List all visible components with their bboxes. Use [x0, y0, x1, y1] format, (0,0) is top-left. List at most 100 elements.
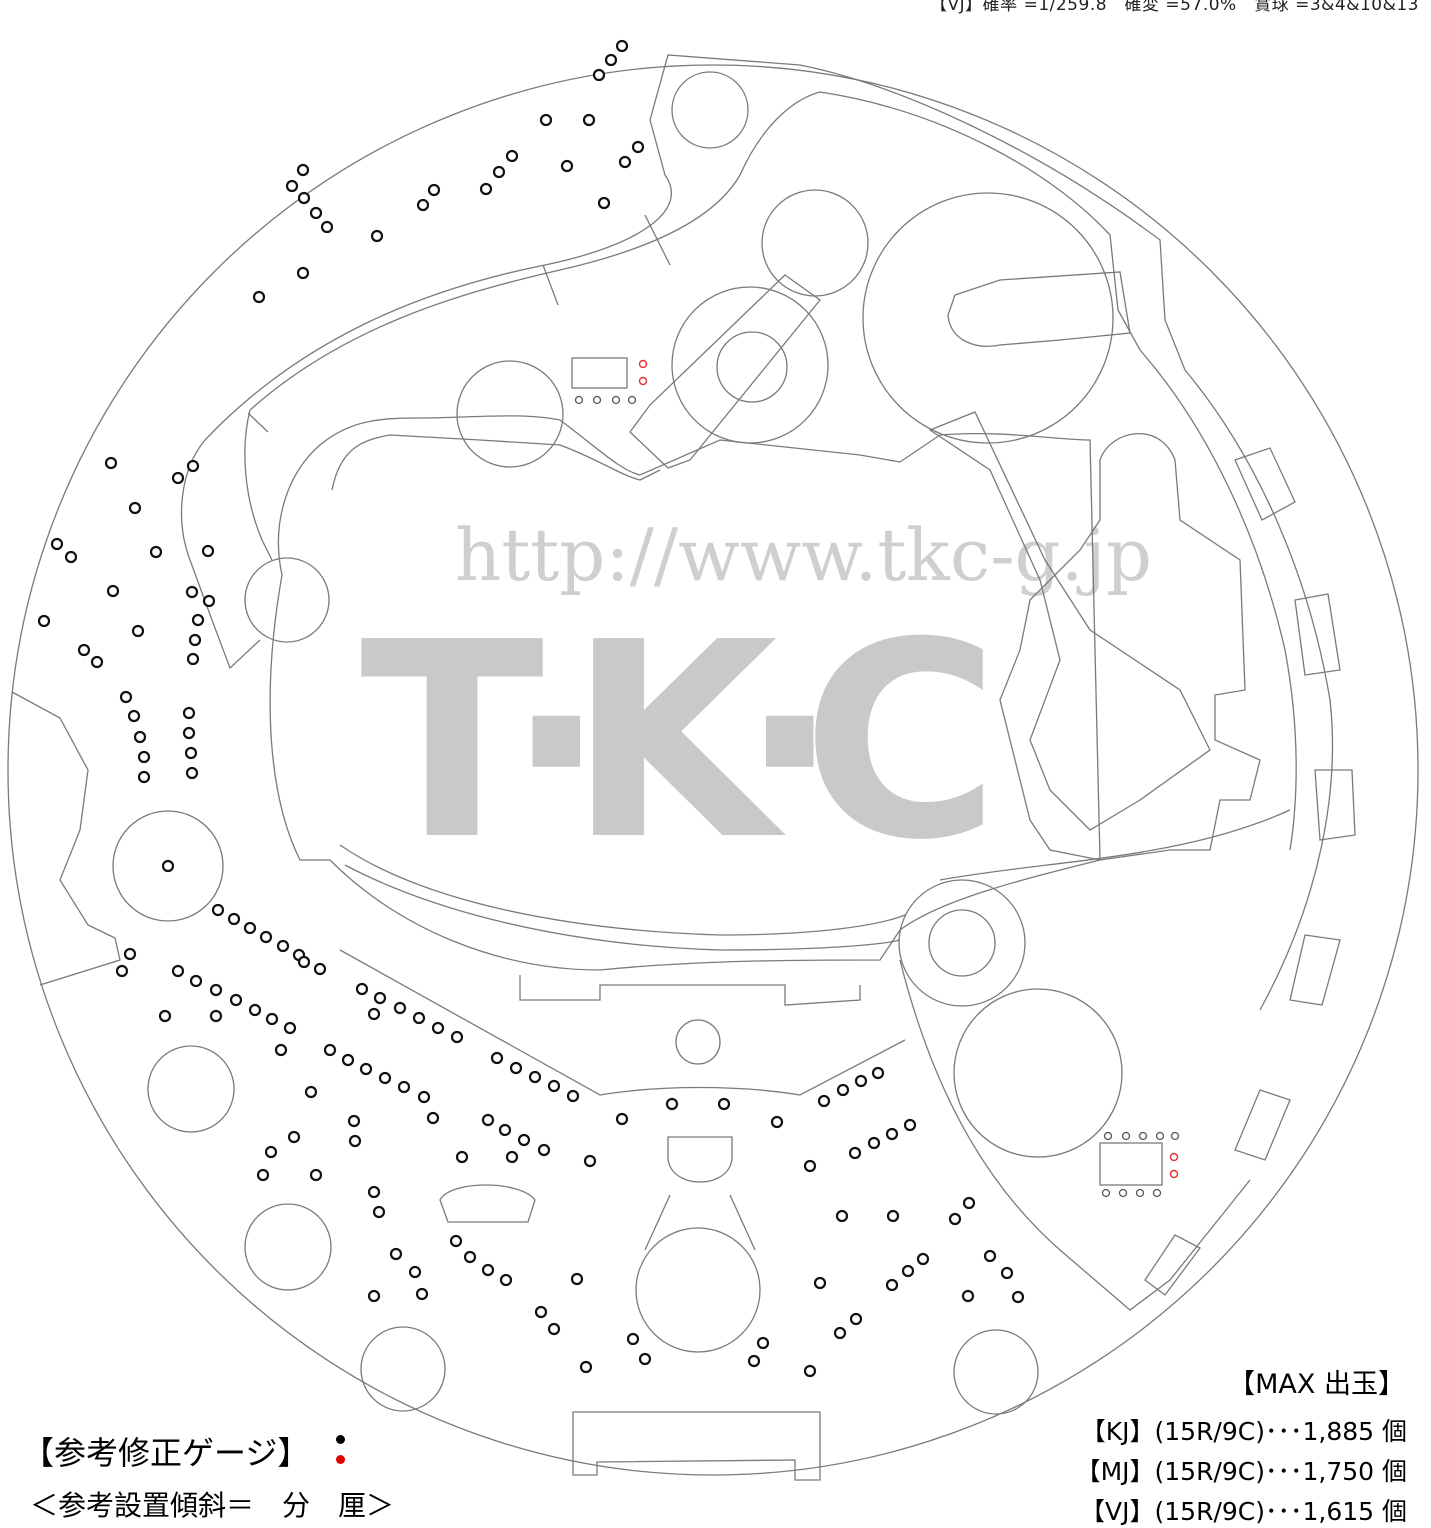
pin [509, 1061, 523, 1075]
pin [389, 1247, 403, 1261]
pin [185, 585, 199, 599]
rail-seg-1 [1234, 447, 1296, 521]
pin [539, 113, 553, 127]
pin [115, 964, 129, 978]
pin [583, 1154, 597, 1168]
pin [867, 1136, 881, 1150]
pin [450, 1030, 464, 1044]
pin [848, 1146, 862, 1160]
pin [1155, 1131, 1165, 1141]
pin [188, 633, 202, 647]
bumper-left-4 [360, 1326, 446, 1412]
pin [283, 1021, 297, 1035]
bumper-left-3 [244, 1203, 332, 1291]
pin [90, 655, 104, 669]
pin [309, 206, 323, 220]
pin [604, 53, 618, 67]
pin [320, 220, 334, 234]
pin [296, 163, 310, 177]
pin [948, 1212, 962, 1226]
stage-bottom-ledge [519, 975, 861, 1006]
pin [313, 962, 327, 976]
pin [370, 229, 384, 243]
pin [817, 1094, 831, 1108]
pin [803, 1159, 817, 1173]
pin [547, 1079, 561, 1093]
pin [367, 1007, 381, 1021]
left-rail [11, 691, 121, 986]
pin [431, 1021, 445, 1035]
pin [161, 859, 175, 873]
pin [481, 1113, 495, 1127]
pin [574, 395, 584, 405]
pin [367, 1185, 381, 1199]
pins-lower-right [803, 1066, 1025, 1340]
gauge-title: 【参考修正ゲージ】 [22, 1434, 310, 1472]
rail-seg-4 [1289, 934, 1341, 1006]
pin [347, 1114, 361, 1128]
bumper-left-1 [112, 810, 224, 922]
pin [886, 1209, 900, 1223]
probability-stats: 【VJ】確率 =1/259.8 確変 =57.0% 賞球 =3&4&10&13 [930, 0, 1419, 15]
pin [854, 1074, 868, 1088]
mech-arm-right [947, 271, 1131, 347]
mech-wheel-mid [761, 189, 869, 297]
pin [227, 912, 241, 926]
pin [871, 1066, 885, 1080]
pin [259, 930, 273, 944]
mech-arm-diag [629, 274, 821, 469]
pin [355, 982, 369, 996]
pin [499, 1273, 513, 1287]
pin [505, 1150, 519, 1164]
pin [490, 1051, 504, 1065]
pin [638, 1352, 652, 1366]
pin [665, 1097, 679, 1111]
pin [618, 155, 632, 169]
pin [106, 584, 120, 598]
pin-red [1169, 1169, 1179, 1179]
pin [534, 1305, 548, 1319]
pin [916, 1252, 930, 1266]
pin [341, 1053, 355, 1067]
max-payout-mj: 【MJ】(15R/9C)･･･1,750 個 [1075, 1457, 1407, 1486]
figure-body [999, 433, 1261, 861]
pin [901, 1264, 915, 1278]
pin [119, 690, 133, 704]
watermark-logo: T·K·C [360, 584, 1000, 899]
figure-cannon [928, 411, 1211, 831]
rail-seg-3 [1314, 769, 1356, 841]
pin-red [1169, 1152, 1179, 1162]
pin [209, 983, 223, 997]
pin [505, 149, 519, 163]
pin [426, 1111, 440, 1125]
max-payout-kj: 【KJ】(15R/9C)･･･1,885 個 [1080, 1417, 1407, 1446]
pin [248, 1003, 262, 1017]
pin [191, 613, 205, 627]
start-chucker [667, 1136, 733, 1183]
pin [1118, 1188, 1128, 1198]
pin [149, 545, 163, 559]
pin [885, 1127, 899, 1141]
pin [77, 643, 91, 657]
pin [631, 140, 645, 154]
rail-seg-2 [1294, 593, 1341, 676]
pin [372, 1205, 386, 1219]
pin-red [638, 359, 648, 369]
mech-disk [671, 286, 829, 444]
pin [835, 1209, 849, 1223]
board-outline [7, 64, 1419, 1476]
pin [611, 395, 621, 405]
pins-lower-center [449, 1051, 817, 1378]
pin [265, 1012, 279, 1026]
pin [1101, 1188, 1111, 1198]
pin [378, 1071, 392, 1085]
pin [1170, 1131, 1180, 1141]
pin [961, 1289, 975, 1303]
left-pocket [439, 1184, 536, 1223]
pin [416, 198, 430, 212]
attacker-disk [953, 988, 1123, 1158]
pin [481, 1263, 495, 1277]
max-payout-vj: 【VJ】(15R/9C)･･･1,615 個 [1080, 1497, 1407, 1526]
pin [592, 395, 602, 405]
pin [274, 1043, 288, 1057]
